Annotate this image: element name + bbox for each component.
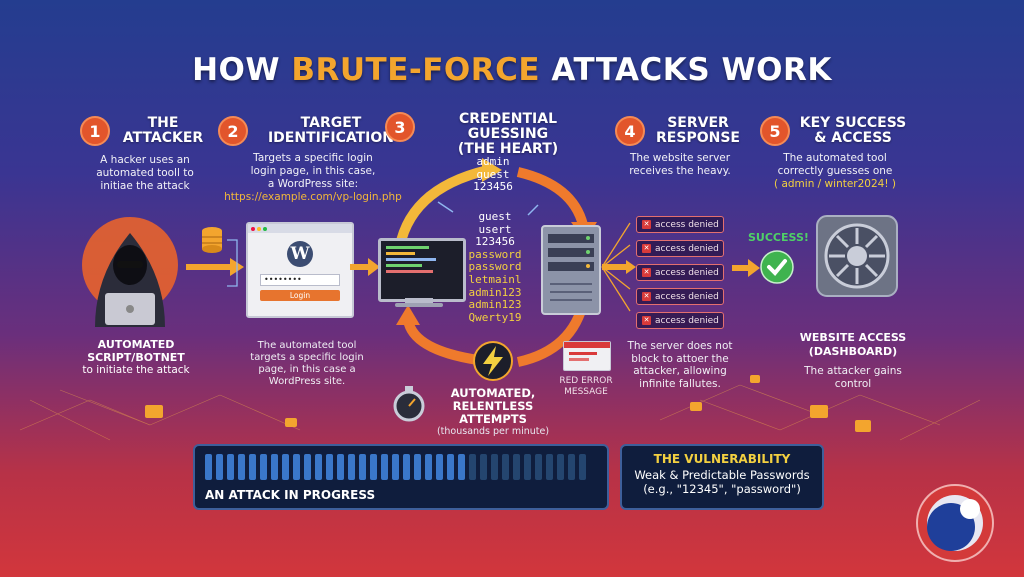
response-list: ✕access denied ✕access denied ✕access de…: [636, 216, 724, 329]
access-denied-message: ✕access denied: [636, 264, 724, 281]
vulnerability-title: THE VULNERABILITY: [653, 452, 791, 466]
step-title: KEY SUCCESS& ACCESS: [799, 115, 907, 146]
progress-label: AN ATTACK IN PROGRESS: [205, 488, 376, 502]
attack-progress-panel: AN ATTACK IN PROGRESS: [193, 444, 609, 510]
check-circle-icon: [760, 250, 794, 284]
login-window: W •••••••• Login: [246, 222, 354, 318]
vault-icon: [816, 215, 898, 297]
lightning-icon: [473, 341, 513, 381]
email-icon: [285, 418, 297, 427]
arrow-right-icon: [732, 259, 760, 277]
automated-attempts-caption: AUTOMATED, RELENTLESS ATTEMPTS (thousand…: [436, 386, 550, 438]
monitor-base: [395, 303, 443, 307]
vulnerability-panel: THE VULNERABILITY Weak & Predictable Pas…: [620, 444, 824, 510]
close-icon: ✕: [642, 244, 651, 253]
step-title: CREDENTIAL GUESSING(THE HEART): [457, 111, 559, 157]
vulnerability-line: Weak & Predictable Passwords: [634, 468, 810, 482]
email-icon: [855, 420, 871, 432]
window-titlebar: [248, 224, 352, 233]
monitor-icon: [378, 238, 466, 302]
close-icon: ✕: [642, 268, 651, 277]
step-number: 5: [760, 116, 790, 146]
close-icon: ✕: [642, 292, 651, 301]
access-denied-message: ✕access denied: [636, 216, 724, 233]
vulnerability-examples: (e.g., "12345", "password"): [643, 482, 801, 496]
email-icon: [750, 375, 760, 383]
step-number: 2: [218, 116, 248, 146]
access-denied-message: ✕access denied: [636, 288, 724, 305]
stopwatch-icon: [393, 386, 425, 422]
error-window-icon: [563, 341, 611, 371]
success-label: SUCCESS!: [748, 231, 809, 244]
close-icon: ✕: [642, 316, 651, 325]
progress-bar-segments: [205, 454, 586, 480]
step-number: 3: [385, 112, 415, 142]
target-url[interactable]: https://example.com/vp-login.php: [224, 191, 402, 203]
code-lines-decoration: [386, 246, 458, 273]
login-button[interactable]: Login: [260, 290, 340, 301]
brand-logo-icon: [916, 484, 994, 562]
website-access-caption: WEBSITE ACCESS (DASHBOARD) The attacker …: [799, 331, 907, 390]
monitor-stand: [405, 298, 433, 304]
server-icon: [541, 225, 601, 315]
wordpress-logo-icon: W: [287, 241, 313, 267]
email-icon: [145, 405, 163, 418]
access-denied-message: ✕access denied: [636, 312, 724, 329]
email-icon: [690, 402, 702, 411]
fan-out-arrows-icon: [601, 222, 636, 312]
step-success: 5 KEY SUCCESS& ACCESS The automated tool…: [760, 116, 910, 191]
connector-line: [227, 239, 238, 287]
winning-credentials: ( admin / winter2024! ): [774, 178, 896, 190]
email-icon: [810, 405, 828, 418]
close-icon: ✕: [642, 220, 651, 229]
password-field[interactable]: ••••••••: [260, 274, 340, 286]
arrow-right-icon: [350, 258, 380, 276]
network-graph-decoration: [19, 375, 981, 441]
credential-list-guesses: guest usert 123456 password password let…: [468, 210, 522, 324]
step-credential-guessing: 3 CREDENTIAL GUESSING(THE HEART): [385, 112, 595, 157]
access-denied-message: ✕access denied: [636, 240, 724, 257]
step-number: 4: [615, 116, 645, 146]
page-title: HOW BRUTE-FORCE ATTACKS WORK: [192, 52, 832, 88]
step-number: 1: [80, 116, 110, 146]
database-icon: [202, 227, 222, 253]
hacker-icon: [82, 217, 178, 327]
attacker-caption: AUTOMATED SCRIPT/BOTNET to initiate the …: [82, 338, 190, 376]
